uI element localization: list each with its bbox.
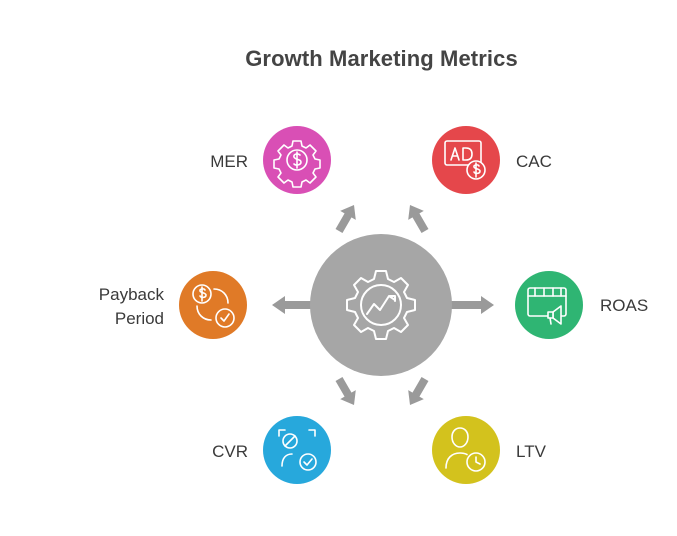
label-payback-line1: Payback — [98, 285, 164, 304]
user-pill-check-icon — [278, 429, 317, 471]
label-payback-line2: Period — [114, 309, 164, 328]
arrow-up-left — [335, 205, 356, 233]
diagram-title: Growth Marketing Metrics — [245, 46, 518, 71]
label-mer: MER — [210, 152, 248, 171]
hub-arrows — [272, 205, 494, 405]
metric-node-roas — [515, 271, 583, 339]
arrow-right — [450, 296, 494, 314]
hub-node — [310, 234, 452, 376]
arrow-left — [272, 296, 314, 314]
metric-node-mer — [263, 126, 331, 194]
label-payback-period: Payback Period — [60, 283, 164, 331]
label-ltv: LTV — [516, 442, 546, 461]
label-cac: CAC — [516, 152, 552, 171]
metric-node-payback-period — [179, 271, 247, 339]
gear-trend-icon — [346, 270, 416, 340]
dollar-gear-icon — [273, 140, 321, 188]
metric-node-ltv — [432, 416, 500, 484]
dollar-check-cycle-icon — [192, 284, 235, 328]
arrow-down-left — [335, 377, 356, 405]
metric-node-cvr — [263, 416, 331, 484]
arrow-down-right — [408, 377, 429, 405]
label-roas: ROAS — [600, 296, 649, 315]
billboard-megaphone-icon — [527, 287, 567, 325]
arrow-up-right — [408, 205, 429, 233]
label-cvr: CVR — [212, 442, 248, 461]
user-clock-icon — [445, 427, 486, 472]
ad-dollar-icon — [444, 140, 486, 180]
metric-node-cac — [432, 126, 500, 194]
